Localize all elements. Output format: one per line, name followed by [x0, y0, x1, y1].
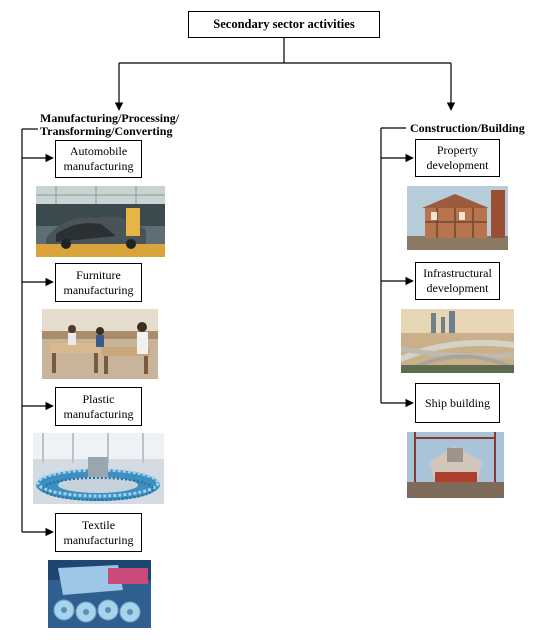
construction-heading: Construction/Building [410, 121, 525, 135]
manufacturing-heading: Manufacturing/Processing/ Transforming/C… [40, 112, 179, 138]
textile-rolls-photo [48, 560, 151, 628]
diagram-title: Secondary sector activities [213, 17, 355, 31]
plastic-manufacturing-box: Plastic manufacturing [55, 387, 142, 426]
ship-building-label: Ship building [424, 395, 490, 410]
diagram-title-box: Secondary sector activities [188, 11, 380, 38]
manufacturing-heading-line1: Manufacturing/Processing/ [40, 111, 180, 125]
highway-interchange-photo [401, 309, 514, 373]
ship-building-box: Ship building [415, 383, 500, 423]
textile-label-line2: manufacturing [63, 532, 134, 547]
infrastructural-label-line2: development [426, 281, 489, 295]
furniture-workshop-photo [42, 309, 158, 379]
furniture-label-line2: manufacturing [63, 282, 134, 297]
property-label-line1: Property [436, 143, 479, 157]
automobile-assembly-line-photo [36, 186, 165, 257]
plastic-label-line2: manufacturing [63, 406, 134, 421]
textile-label-line1: Textile [81, 517, 116, 532]
automobile-label-line1: Automobile [69, 144, 128, 158]
shipyard-photo [407, 432, 504, 498]
plastic-label-line1: Plastic [82, 391, 115, 406]
property-development-box: Property development [415, 139, 500, 177]
infrastructural-development-box: Infrastructural development [415, 262, 500, 300]
furniture-manufacturing-box: Furniture manufacturing [55, 263, 142, 302]
furniture-label-line1: Furniture [76, 267, 121, 282]
automobile-manufacturing-box: Automobile manufacturing [55, 140, 142, 178]
house-construction-photo [407, 186, 508, 250]
manufacturing-heading-line2: Transforming/Converting [40, 124, 173, 138]
automobile-label-line2: manufacturing [63, 159, 134, 173]
property-label-line2: development [426, 158, 489, 172]
textile-manufacturing-box: Textile manufacturing [55, 513, 142, 552]
plastic-bottles-conveyor-photo [33, 433, 164, 504]
infrastructural-label-line1: Infrastructural [423, 266, 492, 280]
